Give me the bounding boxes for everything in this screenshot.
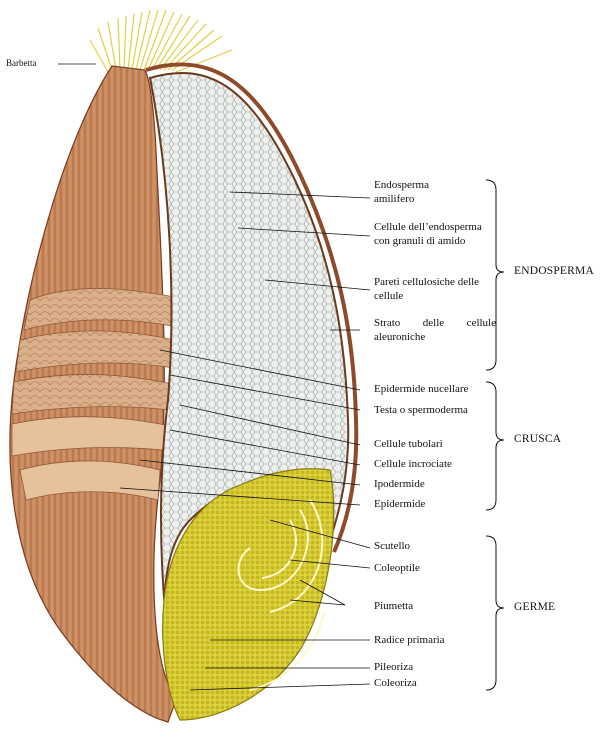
group-crusca: CRUSCA xyxy=(514,433,562,445)
label-epidermide: Epidermide xyxy=(374,498,426,510)
beard-hairs xyxy=(89,9,233,73)
label-endosperma-amilifero-1: Endosperma xyxy=(374,179,429,191)
label-pareti-1: Pareti cellulosiche delle xyxy=(374,276,480,288)
label-coleoptile: Coleoptile xyxy=(374,562,420,574)
label-coleoriza: Coleoriza xyxy=(374,677,417,689)
bran-layers xyxy=(11,288,199,501)
label-piumetta: Piumetta xyxy=(374,600,414,612)
leader-lines xyxy=(58,63,371,691)
group-germe: GERME xyxy=(514,601,556,613)
label-strato-1: Strato delle cellule xyxy=(374,317,496,329)
label-ipodermide: Ipodermide xyxy=(374,478,425,490)
label-cellule-endosperma-1: Cellule dell’endosperma xyxy=(374,221,482,233)
label-pareti-2: cellule xyxy=(374,290,404,302)
label-scutello: Scutello xyxy=(374,540,411,552)
label-strato-2: aleuroniche xyxy=(374,331,426,343)
aleurone-layer xyxy=(145,62,359,553)
group-braces xyxy=(485,179,505,691)
germ-details xyxy=(237,499,326,691)
group-endosperma: ENDOSPERMA xyxy=(514,265,594,277)
label-radice-primaria: Radice primaria xyxy=(374,634,445,646)
germ xyxy=(162,468,335,721)
label-cellule-endosperma-2: con granuli di amido xyxy=(374,235,466,247)
label-endosperma-amilifero-2: amilifero xyxy=(374,193,415,205)
label-pileoriza: Pileoriza xyxy=(374,661,414,673)
label-testa: Testa o spermoderma xyxy=(374,404,468,416)
label-cellule-tubolari: Cellule tubolari xyxy=(374,438,443,450)
label-epidermide-nucellare: Epidermide nucellare xyxy=(374,383,469,395)
label-barbetta: Barbetta xyxy=(6,58,37,68)
label-cellule-incrociate: Cellule incrociate xyxy=(374,458,452,470)
